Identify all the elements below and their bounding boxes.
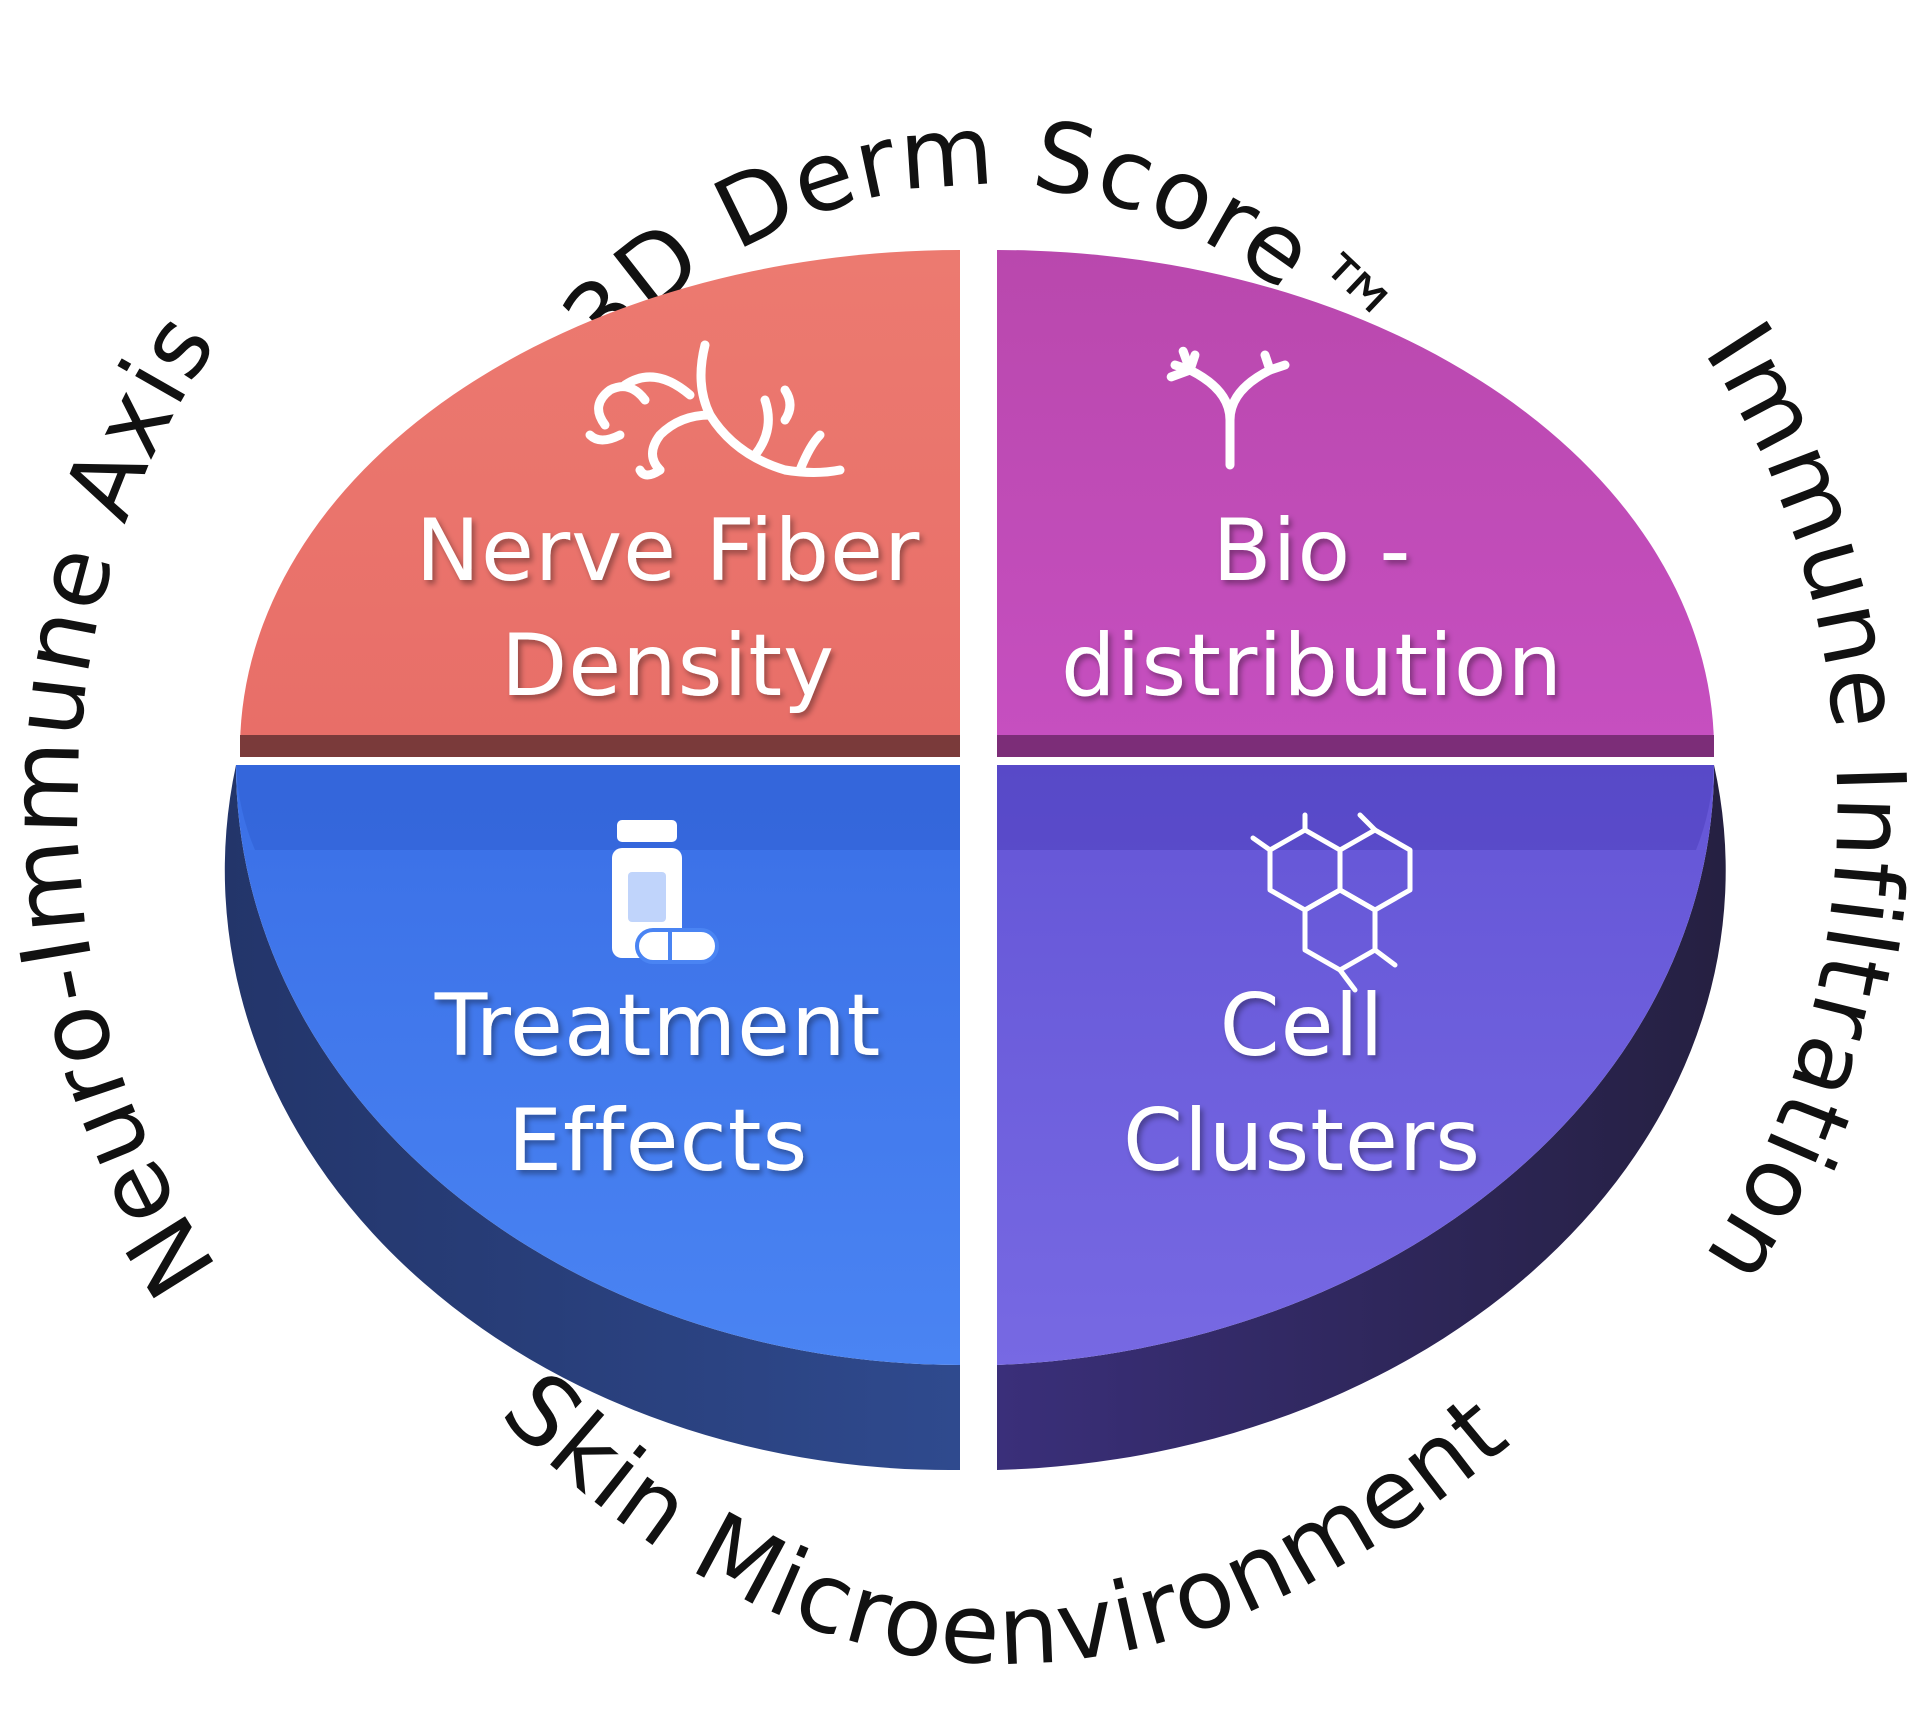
quadrant-top-left — [240, 250, 960, 745]
pie-lower-half — [224, 765, 1726, 1471]
quadrant-top-left-line-2: Density — [501, 616, 835, 716]
rim-band-left — [236, 765, 960, 850]
quadrant-bottom-left — [236, 765, 960, 1365]
ring-label-left: Neuro-Immune Axis — [0, 293, 238, 1316]
disc-side-right — [997, 765, 1726, 1470]
rim-band-right — [997, 765, 1714, 850]
medicine-bottle-icon — [612, 820, 719, 964]
quadrant-top-left-line-1: Nerve Fiber — [416, 501, 921, 601]
edge-top-left — [240, 735, 960, 757]
nerve-fiber-icon — [585, 340, 845, 480]
quadrant-top-right-line-1: Bio - — [1213, 501, 1412, 601]
split-arrow-icon — [1166, 346, 1290, 470]
quadrant-top-right-line-2: distribution — [1061, 616, 1563, 716]
quadrant-bottom-left-line-1: Treatment — [434, 976, 882, 1076]
quadrant-bottom-right-line-1: Cell — [1220, 976, 1385, 1076]
quadrant-bottom-right — [997, 765, 1715, 1365]
quadrant-bottom-right-line-2: Clusters — [1123, 1091, 1481, 1191]
quadrant-bottom-left-line-2: Effects — [508, 1091, 809, 1191]
molecule-icon — [1250, 812, 1413, 993]
disc-side-left — [224, 765, 960, 1471]
edge-top-right — [997, 735, 1714, 757]
